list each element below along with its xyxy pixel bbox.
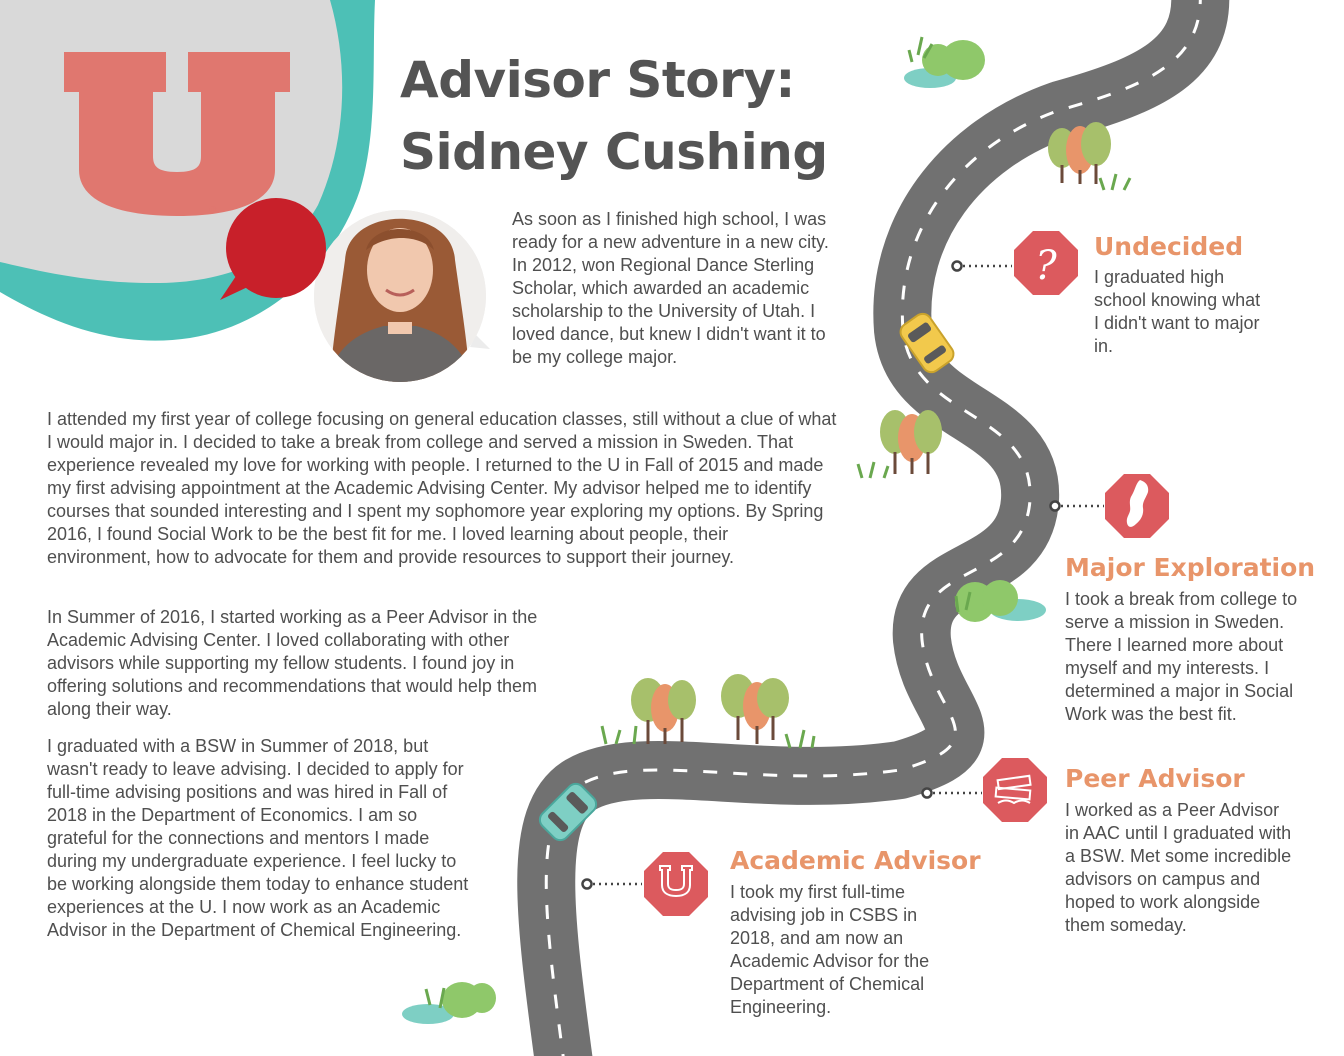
peer-advisor-sign <box>983 758 1047 822</box>
stage-text: I took a break from college to serve a m… <box>1065 589 1298 724</box>
major-exploration-sign <box>1105 474 1169 538</box>
bush-icon <box>954 580 1046 622</box>
trees-icon <box>600 678 696 745</box>
story-paragraph-3: I graduated with a BSW in Summer of 2018… <box>47 736 469 940</box>
stage-title: Academic Advisor <box>730 846 981 875</box>
stage-text: I worked as a Peer Advisor in AAC until … <box>1065 800 1292 935</box>
page-title: Advisor Story: Sidney Cushing <box>400 44 828 188</box>
winding-road <box>517 0 1230 1056</box>
portrait-photo <box>314 210 486 382</box>
trees-icon <box>1048 122 1132 191</box>
title-line-2: Sidney Cushing <box>400 123 828 181</box>
trees-icon <box>856 410 942 479</box>
stage-title: Peer Advisor <box>1065 764 1245 793</box>
bush-icon <box>904 36 985 88</box>
academic-advisor-sign <box>644 852 708 916</box>
university-logo <box>64 52 290 216</box>
stage-text: I took my first full-time advising job i… <box>730 882 930 1017</box>
stage-undecided: Undecided I graduated high school knowin… <box>1094 232 1294 358</box>
speech-bubble <box>220 198 326 300</box>
books-icon <box>994 774 1032 805</box>
sweden-map-icon <box>1126 480 1149 527</box>
question-mark-icon: ? <box>1035 243 1057 289</box>
undecided-sign: ? <box>1014 231 1078 295</box>
stage-title: Major Exploration <box>1065 553 1316 582</box>
stage-academic-advisor: Academic Advisor I took my first full-ti… <box>730 846 990 1019</box>
stage-major-exploration: Major Exploration I took a break from co… <box>1065 553 1335 726</box>
story-paragraph-2: In Summer of 2016, I started working as … <box>47 607 538 719</box>
trademark-mark: ® <box>209 205 217 216</box>
u-logo-icon <box>659 865 693 898</box>
stage-peer-advisor: Peer Advisor I worked as a Peer Advisor … <box>1065 764 1305 937</box>
stage-text: I graduated high school knowing what I d… <box>1094 267 1261 356</box>
trees-icon <box>721 674 816 749</box>
bush-icon <box>402 982 496 1024</box>
connector-line <box>581 260 1104 890</box>
intro-paragraph: As soon as I finished high school, I was… <box>512 209 829 367</box>
title-line-1: Advisor Story: <box>400 51 795 109</box>
yellow-car-icon <box>899 312 955 374</box>
teal-car-icon <box>538 782 598 842</box>
story-paragraph-1: I attended my first year of college focu… <box>47 409 837 567</box>
stage-title: Undecided <box>1094 232 1244 261</box>
